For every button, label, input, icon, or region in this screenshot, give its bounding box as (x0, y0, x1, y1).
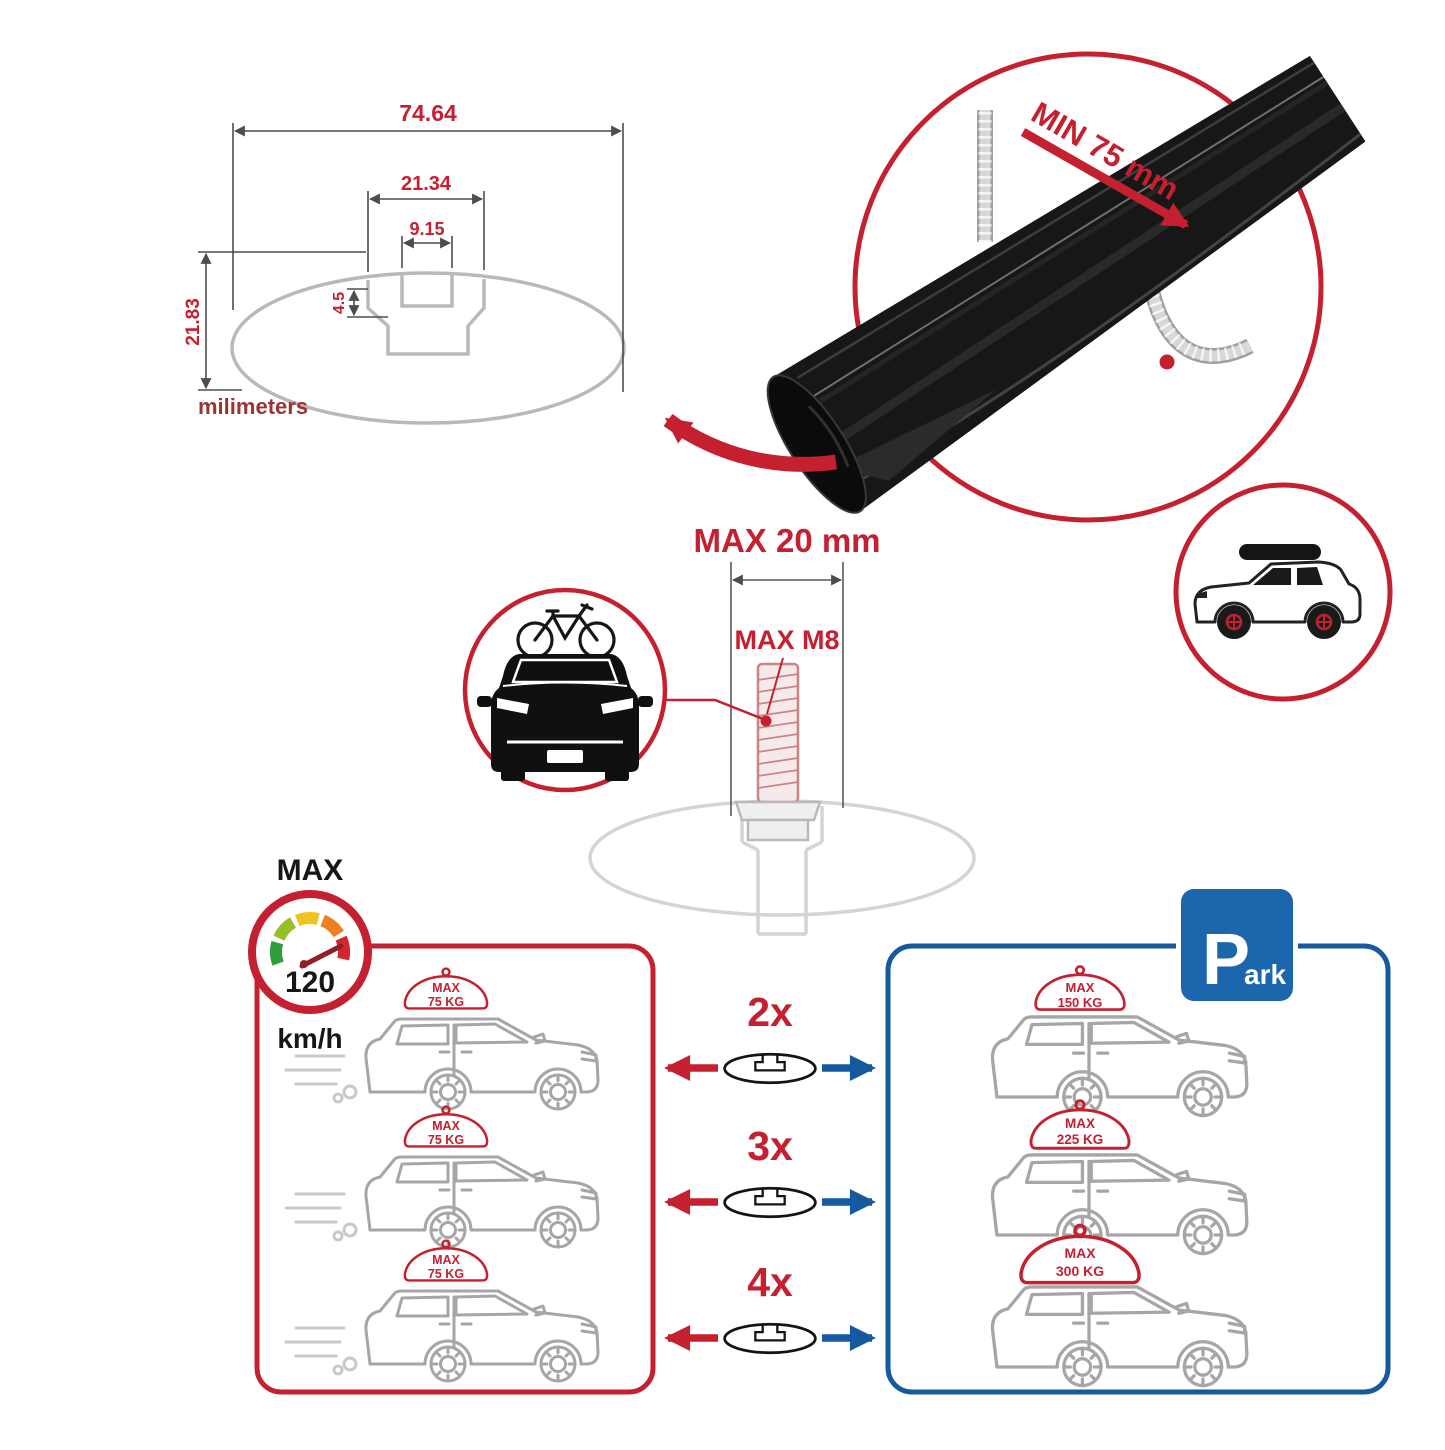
speed-value: 120 (285, 966, 335, 999)
dim-total-height: 21.83 (183, 298, 204, 346)
driving-cars: MAX 75 KG MAX 75 KG MAX 75 KG (284, 967, 600, 1383)
crossbar-cross-section (230, 271, 626, 425)
bolt-dimension-diagram: MAX 20 mm MAX M8 (462, 522, 976, 936)
motion-lines (284, 1192, 358, 1242)
bolt-size-leader (766, 657, 784, 715)
cargo-max-label: MAX (432, 1119, 460, 1133)
detail-circle (852, 51, 1324, 523)
cargo-max-label: MAX (1065, 1116, 1095, 1131)
park-sign: P ark (1176, 884, 1298, 1006)
min-grip-arrow (1020, 128, 1190, 229)
units-label: milimeters (198, 394, 308, 419)
cargo-max-label: MAX (432, 981, 460, 995)
roof-box (1239, 544, 1321, 560)
park-sign-p: P (1202, 920, 1250, 1000)
dim-channel-outer: 21.34 (401, 173, 452, 195)
profile-pointer-arrow (663, 413, 838, 472)
bar-profile-icon (723, 1322, 817, 1355)
cargo-max-label: MAX (1064, 1245, 1096, 1261)
dim-slot-depth: 4.5 (331, 292, 348, 314)
gauge-arcs (270, 912, 351, 966)
multiplier-2x: 2x (747, 989, 793, 1035)
bike-car-circle (462, 587, 668, 793)
bolt-length-label: MAX 20 mm (693, 522, 880, 559)
bar-profile-icon (723, 1052, 817, 1085)
cargo-weight: 75 KG (428, 1267, 464, 1281)
cargo-weight: 75 KG (428, 995, 464, 1009)
multiplier-4x: 4x (747, 1259, 793, 1305)
bar-profile-icon (723, 1186, 817, 1219)
gauge-needle (299, 943, 344, 969)
cargo-weight: 225 KG (1057, 1132, 1104, 1147)
cargo-max-label: MAX (1066, 980, 1095, 995)
bolt-length-dimension (730, 562, 844, 816)
bolt-size-label: MAX M8 (734, 625, 839, 655)
car-front-icon (477, 654, 653, 781)
multiplier-column: 2x 3x 4x (664, 989, 876, 1355)
dim-total-width: 74.64 (399, 100, 457, 126)
crossbar-detail: MIN 75 mm (663, 51, 1393, 702)
cargo-weight: 300 KG (1056, 1263, 1104, 1279)
cargo-weight: 150 KG (1058, 995, 1103, 1010)
motion-lines (284, 1326, 358, 1376)
parked-cars: MAX 150 KG MAX 225 KG MAX 300 KG (990, 965, 1249, 1388)
roofbox-suv-icon (1193, 544, 1362, 639)
locator-dot (1159, 354, 1175, 370)
speed-max-label: MAX (277, 854, 344, 887)
cargo-weight: 75 KG (428, 1133, 464, 1147)
speed-unit: km/h (277, 1023, 342, 1054)
bolt-dot (760, 715, 772, 727)
roofbox-car-circle (1173, 482, 1393, 702)
motion-lines (284, 1054, 358, 1104)
circle-leader-line (660, 698, 764, 721)
bolt-illustration (734, 662, 822, 842)
profile-dimension-diagram: 74.64 21.34 9.15 4.5 21.83 milimeters (183, 100, 626, 425)
crossbar-3d (766, 55, 1366, 514)
multiplier-3x: 3x (747, 1123, 793, 1169)
dimension-lines (198, 123, 624, 392)
park-sign-ark: ark (1244, 959, 1286, 990)
dim-channel-inner: 9.15 (409, 219, 444, 239)
load-panels: P ark MAX 120 km/h (248, 854, 1391, 1395)
speedometer: 120 (248, 890, 372, 1014)
u-bolt (977, 110, 1254, 364)
cargo-max-label: MAX (432, 1253, 460, 1267)
